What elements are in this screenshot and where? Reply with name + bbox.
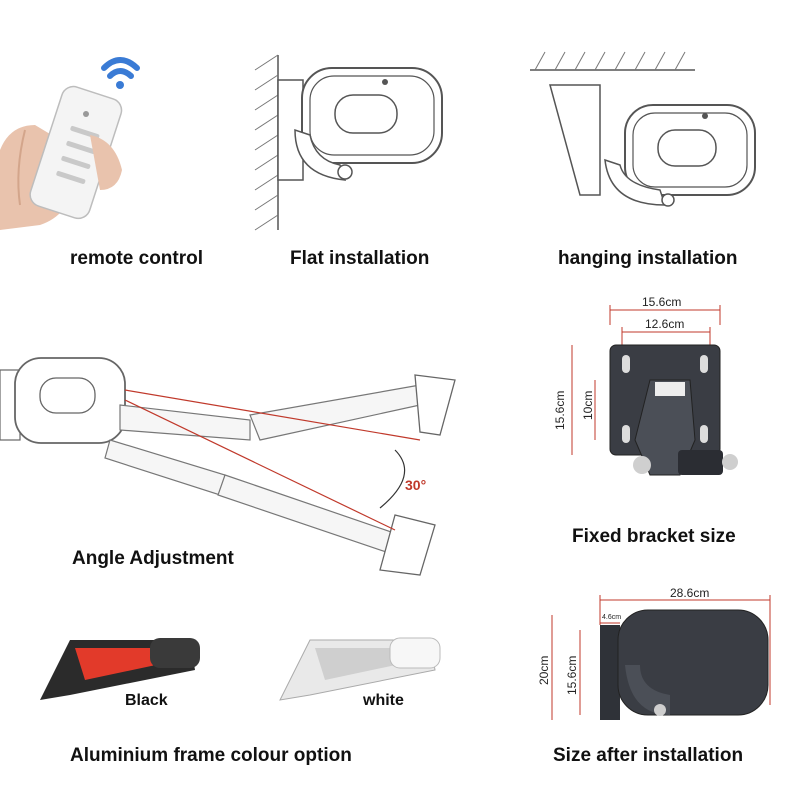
ceiling-hatch [530, 51, 695, 71]
caption-fixed-bracket-size: Fixed bracket size [572, 526, 736, 547]
size-after-installation-panel: 28.6cm 4.6cm 20cm 15.6cm [530, 585, 780, 735]
motor-housing-icon [600, 609, 769, 720]
hanging-installation-panel [520, 40, 780, 240]
flat-installation-panel [250, 50, 450, 240]
awning-arm-icon [104, 439, 436, 576]
bracket-width-outer: 15.6cm [642, 295, 681, 309]
fixed-bracket-illustration: 15.6cm 12.6cm 15.6cm 10cm [553, 295, 738, 476]
wifi-icon [101, 57, 140, 89]
installed-size-illustration: 28.6cm 4.6cm 20cm 15.6cm [537, 586, 771, 720]
white-frame-illustration [279, 637, 441, 701]
motor-housing-icon [277, 67, 443, 181]
installed-height-inner: 15.6cm [565, 656, 579, 695]
hanging-installation-illustration [530, 51, 756, 207]
installed-height-outer: 20cm [537, 656, 551, 685]
caption-frame-colour-option: Aluminium frame colour option [70, 745, 352, 766]
black-frame-illustration [40, 638, 200, 700]
angle-adjustment-illustration: 30° [0, 357, 456, 576]
frame-colour-panel: Black white [30, 620, 450, 720]
colour-option-black: Black [125, 692, 168, 709]
angle-value: 30° [405, 477, 426, 493]
remote-control-illustration [0, 57, 140, 230]
wall-hatch [254, 54, 279, 231]
bracket-height-outer: 15.6cm [553, 391, 567, 430]
remote-control-panel [0, 30, 250, 240]
motor-housing-icon [0, 357, 126, 444]
installed-width: 28.6cm [670, 586, 709, 600]
colour-option-white: white [363, 692, 404, 709]
caption-size-after-installation: Size after installation [553, 745, 744, 766]
awning-arm-icon [119, 374, 456, 441]
caption-remote-control: remote control [70, 248, 204, 269]
motor-housing-icon [549, 84, 756, 207]
bracket-height-inner: 10cm [581, 391, 595, 420]
caption-flat-installation: Flat installation [290, 248, 430, 269]
installed-depth: 4.6cm [602, 614, 621, 621]
caption-angle-adjustment: Angle Adjustment [72, 548, 234, 569]
flat-installation-illustration [254, 54, 443, 231]
angle-adjustment-panel: 30° [0, 340, 470, 580]
caption-hanging-installation: hanging installation [558, 248, 738, 269]
angle-arc [379, 449, 406, 509]
bracket-width-inner: 12.6cm [645, 317, 684, 331]
fixed-bracket-panel: 15.6cm 12.6cm 15.6cm 10cm [550, 290, 750, 500]
bracket-icon [609, 344, 738, 476]
